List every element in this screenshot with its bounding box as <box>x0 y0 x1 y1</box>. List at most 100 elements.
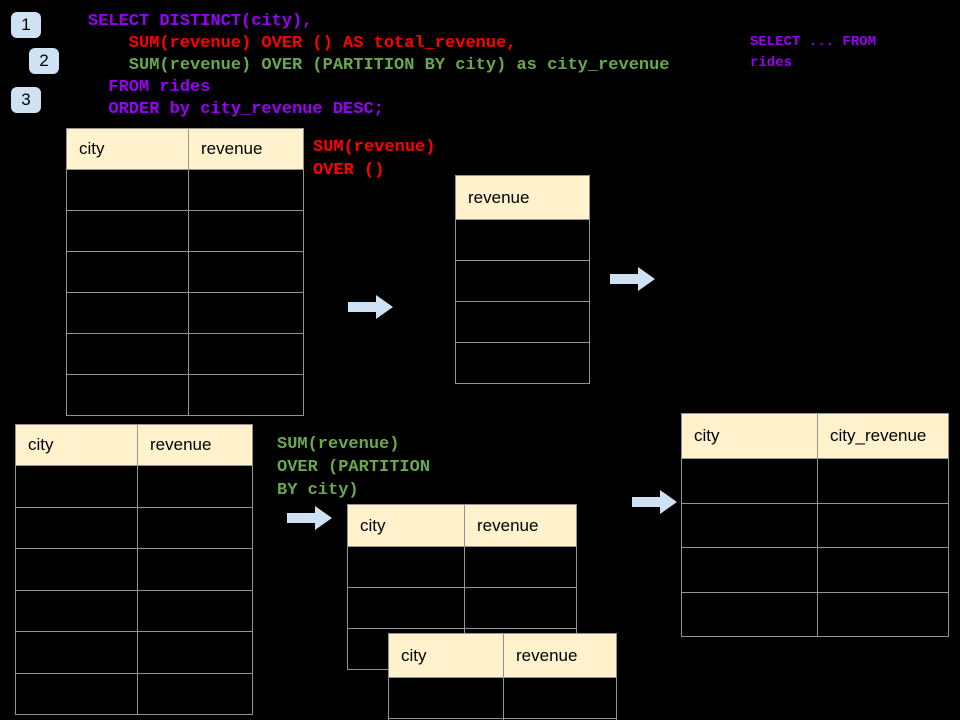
table-header-row: city revenue <box>67 129 303 169</box>
column-header-city: city <box>694 426 720 445</box>
empty-cell <box>188 334 303 374</box>
column-header-revenue: revenue <box>468 187 530 207</box>
empty-cell <box>817 459 948 503</box>
sql-code-line: ORDER by city_revenue DESC; <box>88 100 384 119</box>
empty-cell <box>16 632 137 673</box>
column-header-revenue: revenue <box>464 505 576 546</box>
empty-table-row <box>67 210 303 251</box>
empty-cell <box>188 170 303 210</box>
table-header-row: city city_revenue <box>682 414 948 458</box>
empty-cell <box>67 170 188 210</box>
empty-cell <box>456 261 589 301</box>
empty-table-row <box>682 591 948 637</box>
step-badge-3: 3 <box>11 87 41 113</box>
sql-code-block: SELECT DISTINCT(city), SUM(revenue) OVER… <box>88 11 670 121</box>
empty-table-row <box>16 465 252 507</box>
empty-table-row <box>456 301 589 342</box>
step-badge-1: 1 <box>11 12 41 38</box>
table-revenue-only: revenue <box>455 175 590 384</box>
empty-cell <box>389 678 503 718</box>
empty-cell <box>137 590 252 631</box>
empty-cell <box>67 211 188 251</box>
empty-table-row <box>16 631 252 673</box>
empty-table-row <box>67 169 303 210</box>
column-header-city: city <box>360 515 386 535</box>
empty-cell <box>682 504 817 548</box>
empty-cell <box>137 632 252 673</box>
empty-table-row <box>682 547 948 592</box>
column-header-city: city <box>28 435 54 454</box>
table-partition-back: city revenue <box>347 504 577 670</box>
empty-table-row <box>67 333 303 374</box>
empty-table-row <box>682 502 948 548</box>
empty-table-row <box>682 458 948 503</box>
column-header-revenue: revenue <box>503 634 616 677</box>
empty-table-row <box>16 548 252 590</box>
empty-cell <box>348 588 464 628</box>
empty-table-row <box>67 292 303 333</box>
empty-cell <box>16 508 137 549</box>
annotation-sum-over-all: SUM(revenue) OVER () <box>313 138 436 180</box>
table-source-top: city revenue <box>66 128 304 416</box>
sql-context-note: SELECT ... FROM rides <box>750 34 877 71</box>
empty-table-row <box>16 589 252 632</box>
table-result: city city_revenue <box>681 413 949 637</box>
empty-cell <box>16 591 137 632</box>
table-header-row: city revenue <box>348 505 576 546</box>
empty-cell <box>16 466 137 507</box>
empty-table-row <box>456 219 589 260</box>
empty-table-row <box>16 506 252 549</box>
table-header-row: city revenue <box>389 634 616 677</box>
flow-arrow-right-icon <box>287 505 333 531</box>
empty-cell <box>137 673 252 714</box>
empty-cell <box>16 549 137 590</box>
empty-cell <box>16 674 137 715</box>
column-header-revenue: revenue <box>137 425 252 465</box>
empty-cell <box>67 252 188 292</box>
step-badge-2: 2 <box>29 48 59 74</box>
empty-cell <box>188 375 303 415</box>
empty-cell <box>137 466 252 507</box>
empty-table-row <box>348 546 576 587</box>
empty-cell <box>67 375 188 415</box>
empty-table-row <box>67 251 303 292</box>
empty-cell <box>137 507 252 548</box>
empty-cell <box>188 293 303 333</box>
column-header-city: city <box>401 645 427 665</box>
table-header-row: revenue <box>456 176 589 219</box>
annotation-sum-over-partition: SUM(revenue) OVER (PARTITION BY city) <box>277 435 431 500</box>
empty-cell <box>817 548 948 592</box>
empty-cell <box>682 593 817 637</box>
empty-table-row <box>67 374 303 415</box>
table-source-bottom: city revenue <box>15 424 253 715</box>
table-header-row: city revenue <box>16 425 252 465</box>
column-header-city_revenue: city_revenue <box>817 414 948 458</box>
table-partition-front: city revenue <box>388 633 617 720</box>
empty-cell <box>817 503 948 547</box>
empty-cell <box>682 548 817 592</box>
sql-code-line: SUM(revenue) OVER () AS total_revenue, <box>88 34 517 53</box>
empty-cell <box>456 343 589 383</box>
empty-table-row <box>16 672 252 715</box>
empty-cell <box>348 547 464 587</box>
empty-table-row <box>456 260 589 301</box>
empty-table-row <box>389 677 616 718</box>
flow-arrow-right-icon <box>348 294 394 320</box>
sql-code-line: SELECT DISTINCT(city), <box>88 12 313 31</box>
column-header-city: city <box>79 139 105 158</box>
empty-cell <box>67 334 188 374</box>
empty-cell <box>456 302 589 342</box>
column-header-revenue: revenue <box>188 129 303 169</box>
empty-cell <box>188 252 303 292</box>
empty-cell <box>456 220 589 260</box>
empty-cell <box>67 293 188 333</box>
empty-cell <box>464 547 576 587</box>
flow-arrow-right-icon <box>632 489 678 515</box>
empty-cell <box>188 211 303 251</box>
empty-table-row <box>348 587 576 628</box>
empty-cell <box>503 678 616 718</box>
empty-cell <box>464 588 576 628</box>
flow-arrow-right-icon <box>610 266 656 292</box>
empty-cell <box>817 592 948 636</box>
